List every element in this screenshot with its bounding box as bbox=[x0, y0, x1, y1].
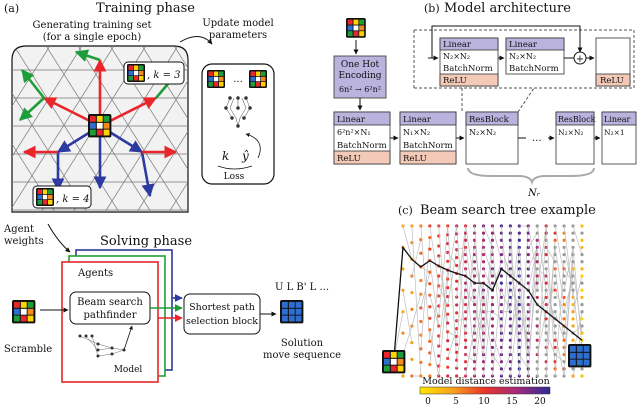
panel-b-label: (b) bbox=[424, 2, 440, 15]
svg-text:Linear: Linear bbox=[403, 115, 432, 125]
beam-tree-title: Beam search tree example bbox=[420, 203, 596, 218]
resblock-detail: Linear N₂×N₂ BatchNorm ReLU Linear N₂×N₂… bbox=[413, 25, 635, 113]
panel-a-label: (a) bbox=[4, 2, 19, 15]
solution-label-line1: Solution bbox=[281, 338, 324, 349]
shortest-label-line2: selection block bbox=[186, 316, 258, 327]
final-linear-block: Linear N₂×1 bbox=[601, 111, 637, 165]
onehot-line2: Encoding bbox=[338, 71, 381, 81]
shortest-label-line1: Shortest path bbox=[189, 302, 255, 313]
arch-dots: ... bbox=[532, 133, 542, 144]
colorbar-tick-10: 10 bbox=[478, 397, 490, 406]
panel-c-label: (c) bbox=[398, 204, 413, 217]
svg-text:N₂×N₂: N₂×N₂ bbox=[469, 128, 496, 137]
model-nn-icon bbox=[78, 334, 126, 358]
update-dots: ... bbox=[233, 74, 243, 85]
k3-cube-icon bbox=[127, 64, 145, 82]
colorbar-label: Model distance estimation bbox=[422, 376, 550, 387]
shortest-path-block: Shortest path selection block bbox=[183, 293, 261, 335]
agent-weights-line2: weights bbox=[4, 236, 44, 247]
weights-arrow bbox=[47, 223, 71, 253]
svg-text:BatchNorm: BatchNorm bbox=[443, 64, 493, 74]
nr-brace bbox=[467, 167, 595, 186]
nr-label: Nᵣ bbox=[527, 188, 541, 199]
agents-label: Agents bbox=[77, 268, 113, 279]
svg-text:Linear: Linear bbox=[604, 115, 631, 124]
beam-label-line2: pathfinder bbox=[83, 310, 136, 321]
update-cube-2-icon bbox=[249, 70, 267, 88]
onehot-line1: One Hot bbox=[341, 60, 380, 70]
beam-search-tree bbox=[392, 224, 584, 378]
svg-text:BatchNorm: BatchNorm bbox=[509, 64, 559, 74]
solution-label-line2: move sequence bbox=[263, 350, 341, 361]
agents-stack: Agents Beam search pathfinder Model bbox=[61, 249, 173, 383]
model-label: Model bbox=[114, 365, 143, 375]
center-cube-icon bbox=[88, 114, 112, 138]
agent-weights-line1: Agent bbox=[3, 224, 34, 235]
colorbar-tick-20: 20 bbox=[534, 397, 546, 406]
svg-text:ReLU: ReLU bbox=[600, 76, 624, 86]
optimal-path-line bbox=[393, 245, 583, 359]
beam-label-line1: Beam search bbox=[77, 297, 143, 308]
svg-text:ResBlock: ResBlock bbox=[558, 115, 596, 124]
svg-text:Linear: Linear bbox=[337, 115, 366, 125]
svg-text:ReLU: ReLU bbox=[337, 154, 361, 164]
svg-text:+: + bbox=[576, 54, 584, 65]
k-symbol: k bbox=[222, 149, 229, 163]
k4-callout: , k = 4 bbox=[32, 185, 92, 209]
scramble-cube-icon bbox=[12, 300, 36, 324]
svg-text:ReLU: ReLU bbox=[403, 154, 427, 164]
update-cube-1-icon bbox=[207, 70, 225, 88]
k4-cube-icon bbox=[36, 188, 54, 206]
training-phase-title: Training phase bbox=[96, 1, 195, 16]
update-box: ... k ŷ Loss bbox=[201, 63, 275, 185]
svg-text:ResBlock: ResBlock bbox=[469, 115, 510, 125]
k3-label: , k = 3 bbox=[147, 70, 181, 81]
colorbar-tick-15: 15 bbox=[506, 397, 518, 406]
svg-text:Linear: Linear bbox=[509, 40, 538, 50]
k3-callout: , k = 3 bbox=[123, 61, 185, 85]
linear-block-1: Linear 6²n²×N₁ BatchNorm ReLU bbox=[333, 111, 391, 165]
tree-goal-cube-icon bbox=[568, 344, 592, 368]
svg-text:ReLU: ReLU bbox=[443, 76, 467, 86]
gen-label-line1: Generating training set bbox=[33, 20, 152, 31]
update-label-line1: Update model bbox=[202, 18, 273, 29]
svg-text:N₁×N₂: N₁×N₂ bbox=[403, 128, 430, 137]
scramble-label: Scramble bbox=[4, 344, 52, 355]
svg-text:N₂×1: N₂×1 bbox=[604, 128, 625, 137]
tree-start-cube-icon bbox=[382, 350, 406, 374]
gen-label-line2: (for a single epoch) bbox=[43, 32, 142, 43]
svg-text:N₂×N₂: N₂×N₂ bbox=[443, 52, 470, 61]
solving-phase-title: Solving phase bbox=[100, 234, 192, 249]
svg-text:6²n²×N₁: 6²n²×N₁ bbox=[337, 128, 371, 137]
colorbar-tick-5: 5 bbox=[453, 397, 459, 406]
k4-label: , k = 4 bbox=[56, 194, 90, 205]
onehot-block: One Hot Encoding 6n² → 6²n² bbox=[333, 55, 387, 99]
loss-label: Loss bbox=[224, 172, 245, 182]
arch-input-cube-icon bbox=[346, 18, 366, 38]
linear-block-2: Linear N₁×N₂ BatchNorm ReLU bbox=[399, 111, 457, 165]
colorbar-tick-0: 0 bbox=[425, 397, 431, 406]
architecture-title: Model architecture bbox=[444, 1, 571, 16]
svg-text:N₂×N₂: N₂×N₂ bbox=[509, 52, 536, 61]
onehot-line3: 6n² → 6²n² bbox=[339, 85, 381, 94]
resblock-1: ResBlock N₂×N₂ bbox=[465, 111, 519, 165]
update-label-line2: parameters bbox=[209, 30, 267, 41]
update-arrow bbox=[179, 36, 213, 45]
colorbar bbox=[419, 386, 551, 395]
resblock-2: ResBlock N₂×N₂ bbox=[555, 111, 596, 165]
solved-cube-icon bbox=[280, 300, 304, 324]
move-sequence-text: U L B' L ... bbox=[275, 282, 329, 293]
y-hat-symbol: ŷ bbox=[241, 149, 249, 163]
svg-text:N₂×N₂: N₂×N₂ bbox=[558, 128, 583, 137]
svg-text:Linear: Linear bbox=[443, 40, 472, 50]
colorbar-ticks: 0 5 10 15 20 bbox=[425, 397, 546, 406]
small-nn-icon bbox=[224, 96, 252, 128]
svg-text:BatchNorm: BatchNorm bbox=[403, 141, 453, 151]
svg-text:BatchNorm: BatchNorm bbox=[337, 141, 387, 151]
